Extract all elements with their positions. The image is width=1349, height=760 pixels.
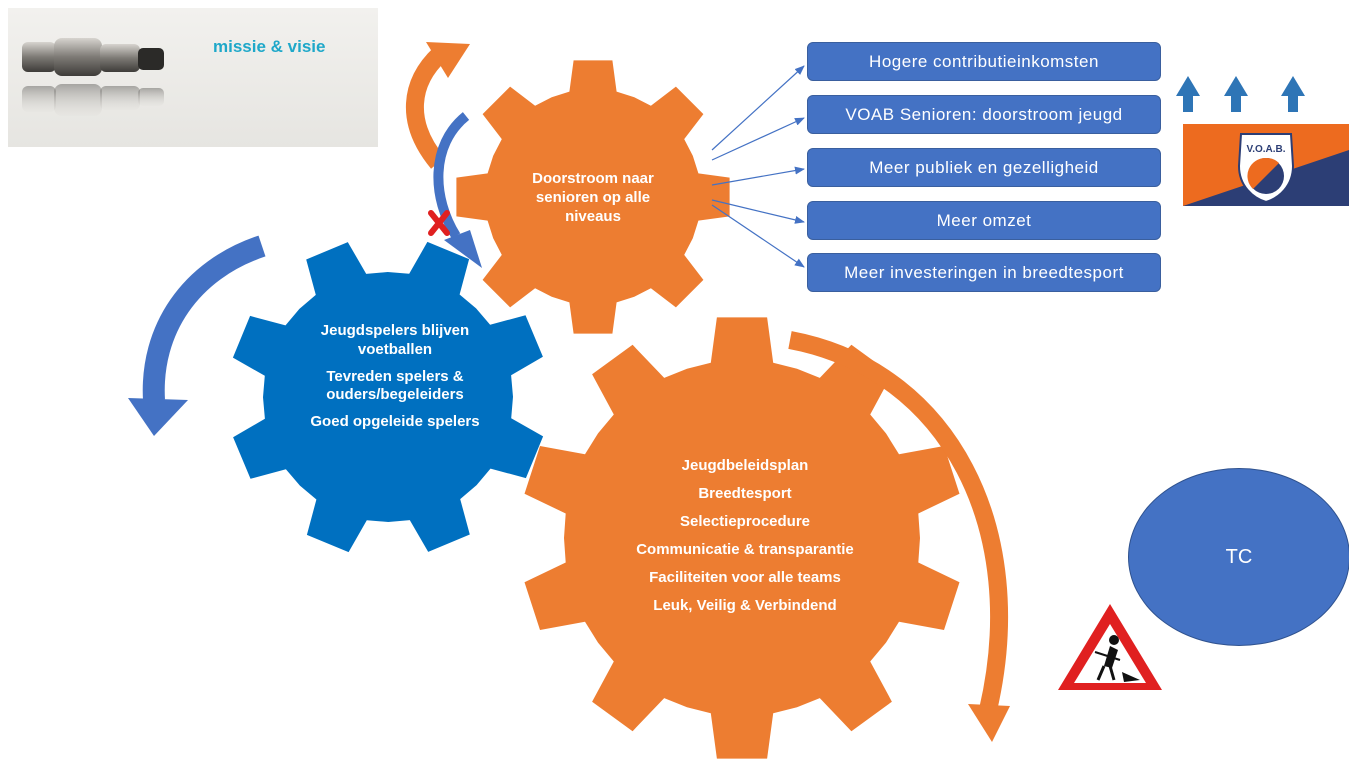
tc-label: TC: [1225, 545, 1253, 568]
gear-top-line: niveaus: [565, 207, 621, 225]
gear-bottom-line: Leuk, Veilig & Verbindend: [653, 597, 837, 614]
roadwork-sign-icon: [1058, 604, 1162, 690]
gear-left: [232, 241, 544, 553]
tc-ellipse: TC: [1128, 468, 1349, 646]
gear-bottom-line: Communicatie & transparantie: [636, 541, 854, 558]
orange-curved-arrow-right: [788, 331, 1010, 742]
voab-badge: V.O.A.B.: [1183, 124, 1349, 206]
up-arrow-icon: [1224, 76, 1248, 112]
blue-curved-arrow-left: [128, 235, 266, 436]
gear-top-line: senioren op alle: [535, 188, 651, 206]
gear-left-line: Tevreden spelers & ouders/begeleiders: [326, 367, 464, 404]
outcome-box: VOAB Senioren: doorstroom jeugd: [807, 95, 1161, 134]
gear-bottom-line: Selectieprocedure: [679, 513, 811, 530]
red-cross-icon: [428, 210, 450, 236]
gear-top: [456, 60, 730, 334]
badge-text: V.O.A.B.: [1246, 144, 1285, 155]
gear-left-line: Jeugdspelers blijven voetballen: [320, 322, 470, 358]
gear-bottom-line: Jeugdbeleidsplan: [681, 457, 809, 474]
gear-bottom-line: Faciliteiten voor alle teams: [649, 569, 841, 586]
outcome-box: Hogere contributieinkomsten: [807, 42, 1161, 81]
up-arrow-icon: [1281, 76, 1305, 112]
gear-top-label: Doorstroom naar senioren op alle niveaus: [500, 170, 686, 226]
gear-left-label: Jeugdspelers blijven voetballen Tevreden…: [295, 322, 495, 432]
gear-bottom: [524, 317, 960, 759]
outcome-box: Meer publiek en gezelligheid: [807, 148, 1161, 187]
outcome-box: Meer investeringen in breedtesport: [807, 253, 1161, 292]
orange-curved-arrow-top: [406, 42, 470, 169]
binoculars-icon: [22, 38, 164, 116]
up-arrow-icon: [1176, 76, 1200, 112]
mission-vision-banner: missie & visie: [8, 8, 378, 147]
banner-title: missie & visie: [213, 37, 326, 56]
gear-bottom-line: Breedtesport: [698, 485, 792, 502]
gear-top-line: Doorstroom naar: [532, 170, 654, 187]
voab-logo: V.O.A.B.: [1183, 124, 1349, 206]
outcome-box: Meer omzet: [807, 201, 1161, 240]
gear-bottom-label: Jeugdbeleidsplan Breedtesport Selectiepr…: [590, 452, 900, 620]
blue-curved-arrow-top: [433, 112, 482, 268]
gear-left-line: Goed opgeleide spelers: [310, 413, 480, 430]
outcome-connectors: [711, 65, 805, 268]
